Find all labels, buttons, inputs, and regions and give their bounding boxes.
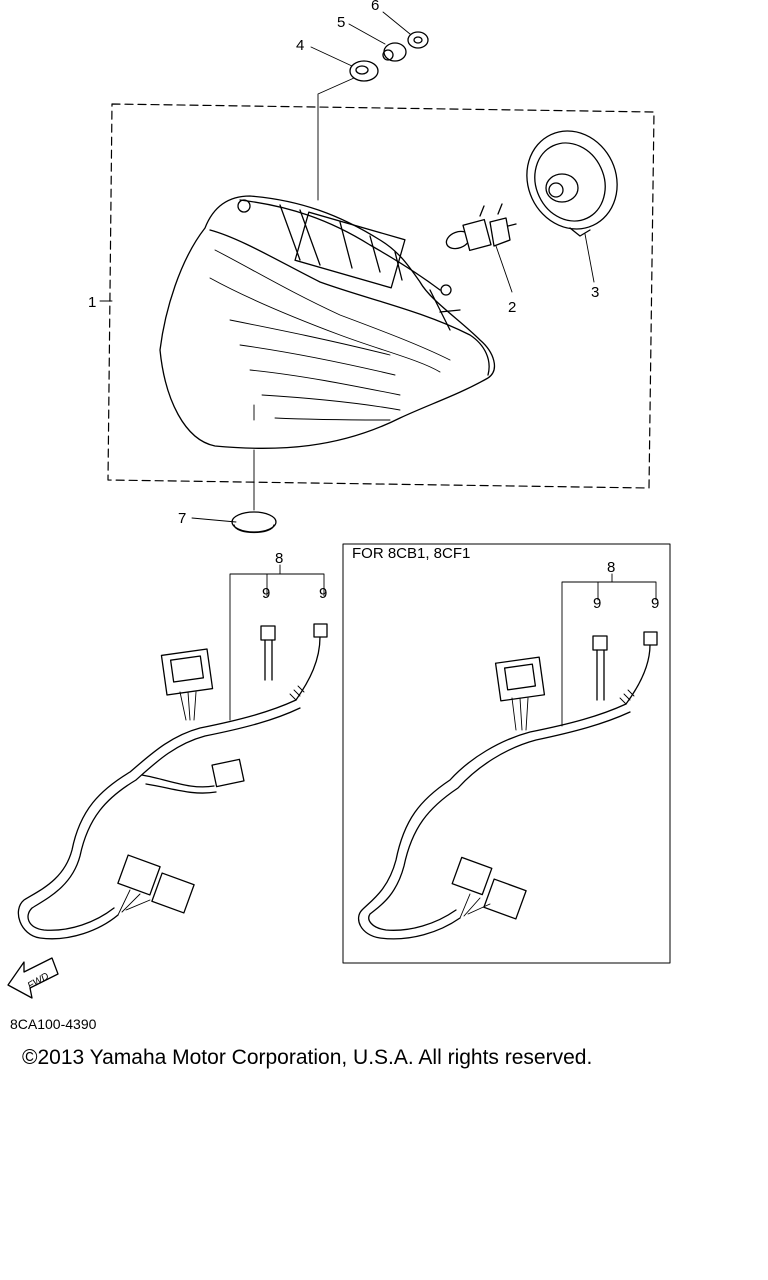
inset-callout-8: 8 — [607, 559, 615, 576]
bolt-part-5 — [382, 42, 407, 62]
leader-6 — [382, 11, 411, 35]
wire-harness-inset — [357, 573, 658, 940]
leader-2 — [495, 245, 513, 293]
callout-9-b: 9 — [319, 585, 327, 602]
leader-4 — [310, 46, 353, 67]
callout-9-a: 9 — [262, 585, 270, 602]
wire-harness-left — [17, 564, 328, 940]
inset-callout-9-b: 9 — [651, 595, 659, 612]
leader-4-down — [317, 77, 355, 201]
callout-6: 6 — [371, 0, 379, 14]
socket-cover-part-3 — [526, 130, 618, 237]
copyright-notice: ©2013 Yamaha Motor Corporation, U.S.A. A… — [22, 1046, 593, 1069]
callout-7: 7 — [178, 510, 186, 527]
parts-diagram: 6 5 4 1 2 3 7 8 9 9 FOR 8CB1, 8CF1 8 9 9… — [7, 0, 671, 999]
forward-arrow-icon — [7, 957, 59, 999]
leader-7 — [191, 517, 237, 523]
inset-frame — [342, 543, 671, 964]
inset-callout-9-a: 9 — [593, 595, 601, 612]
assembly-boundary — [107, 103, 655, 489]
callout-4: 4 — [296, 37, 304, 54]
grommet-part-4 — [349, 60, 379, 82]
inset-label: FOR 8CB1, 8CF1 — [352, 545, 470, 562]
nut-part-6 — [407, 31, 429, 49]
headlight-assembly — [159, 195, 496, 449]
leader-5 — [348, 23, 386, 45]
callout-3: 3 — [591, 284, 599, 301]
callout-8: 8 — [275, 550, 283, 567]
callout-2: 2 — [508, 299, 516, 316]
bulb-part-2 — [445, 203, 517, 252]
cap-part-7 — [231, 511, 277, 534]
callout-1: 1 — [88, 294, 96, 311]
callout-5: 5 — [337, 14, 345, 31]
leader-3 — [584, 233, 595, 283]
document-code: 8CA100-4390 — [10, 1016, 97, 1032]
